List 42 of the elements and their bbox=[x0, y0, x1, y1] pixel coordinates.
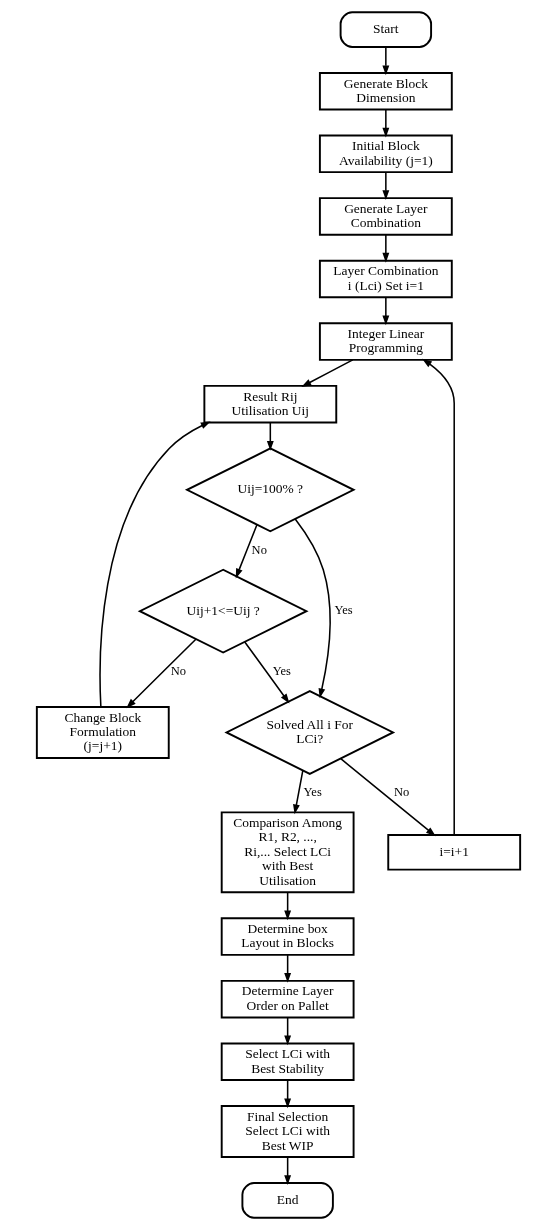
arrow bbox=[381, 296, 389, 326]
edge-label: Yes bbox=[333, 603, 353, 618]
arrow bbox=[98, 421, 211, 708]
arrow bbox=[300, 359, 353, 387]
arrow bbox=[381, 46, 389, 76]
arrow bbox=[283, 1156, 291, 1186]
node-box: Select LCi with Best Stability bbox=[220, 1042, 355, 1081]
arrow bbox=[283, 954, 291, 983]
node-box: Final Selection Select LCi with Best WIP bbox=[220, 1105, 355, 1158]
node-box: Comparison Among R1, R2, ..., Ri,... Select LCi with Best Utilisation bbox=[220, 811, 355, 894]
arrow bbox=[283, 1016, 291, 1046]
node-box: Generate Block Dimension bbox=[318, 72, 453, 111]
node-box: Integer Linear Programming bbox=[318, 322, 453, 361]
edge-label: No bbox=[170, 664, 186, 679]
node-box: Layer Combination i (Lci) Set i=1 bbox=[318, 259, 453, 299]
arrow bbox=[266, 421, 274, 451]
arrow bbox=[339, 757, 436, 837]
node-box: i=i+1 bbox=[386, 834, 521, 871]
node-box: Determine Layer Order on Pallet bbox=[220, 979, 355, 1019]
arrow bbox=[293, 518, 331, 699]
arrow bbox=[381, 171, 389, 201]
node-box: End bbox=[240, 1182, 334, 1219]
arrow bbox=[283, 1079, 291, 1109]
node-box: Change Block Formulation (j=j+1) bbox=[35, 705, 170, 759]
arrow bbox=[283, 891, 291, 921]
arrow bbox=[243, 641, 289, 704]
arrow bbox=[381, 234, 389, 263]
node-box: Generate Layer Combination bbox=[318, 197, 453, 236]
arrow bbox=[292, 769, 304, 815]
node-box: Determine box Layout in Blocks bbox=[220, 917, 355, 956]
arrow bbox=[421, 358, 455, 836]
edge-label: Yes bbox=[272, 664, 291, 679]
edge-label: Yes bbox=[303, 785, 322, 800]
arrow bbox=[125, 638, 197, 709]
node-box: Initial Block Availability (j=1) bbox=[318, 134, 453, 174]
edge-label: No bbox=[393, 785, 409, 800]
arrow bbox=[381, 109, 389, 138]
node-box: Result Rij Utilisation Uij bbox=[202, 384, 337, 424]
arrow bbox=[235, 523, 258, 579]
node-box: Start bbox=[339, 11, 432, 48]
edge-label: No bbox=[251, 542, 267, 557]
node-diamond: Uij=100% ? bbox=[184, 447, 356, 533]
